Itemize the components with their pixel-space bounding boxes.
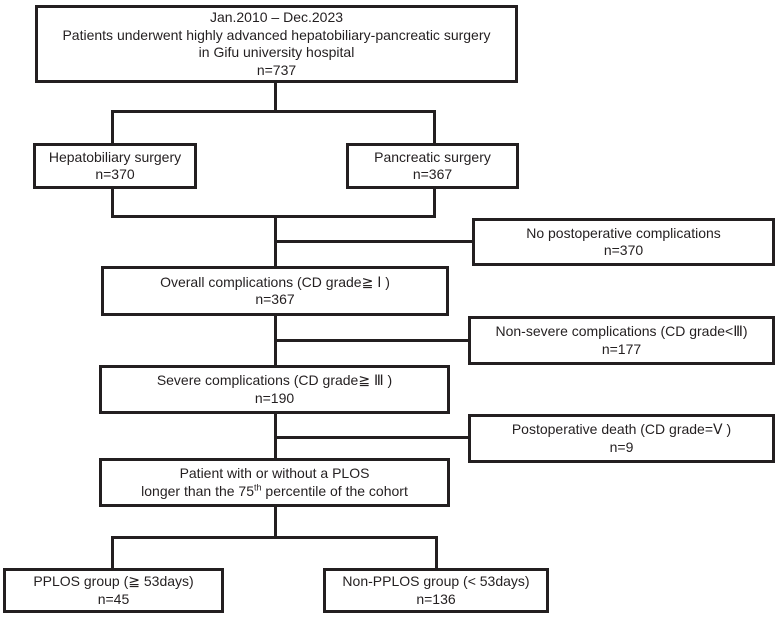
pplos-label: PPLOS group (≧ 53days) [33, 573, 194, 589]
connector-split1-right-down [433, 110, 436, 144]
non-pplos-label: Non-PPLOS group (< 53days) [342, 573, 530, 589]
pancreatic-count: n=367 [412, 166, 453, 182]
cohort-period: Jan.2010 – Dec.2023 [209, 9, 344, 25]
box-severe-complications: Severe complications (CD grade≧ Ⅲ ) n=19… [99, 365, 450, 414]
plos-line2: longer than the 75th percentile of the c… [141, 481, 408, 501]
connector-split1-left-down [111, 110, 114, 144]
connector-split2-right-down [435, 536, 438, 568]
death-label: Postoperative death (CD grade=Ⅴ ) [511, 421, 732, 437]
connector-branch-no-complications [274, 240, 474, 243]
connector-merge-horizontal [111, 215, 436, 218]
severe-label: Severe complications (CD grade≧ Ⅲ ) [156, 372, 393, 388]
hepatobiliary-count: n=370 [95, 166, 135, 182]
box-pplos-group: PPLOS group (≧ 53days) n=45 [3, 568, 224, 613]
cohort-count: n=737 [256, 61, 297, 78]
overall-complications-count: n=367 [255, 291, 295, 307]
connector-split2-left-down [111, 536, 114, 568]
connector-cohort-down [274, 82, 277, 113]
plos-line2-post: percentile of the cohort [261, 482, 408, 499]
cohort-description: Patients underwent highly advanced hepat… [62, 26, 491, 43]
box-overall-complications: Overall complications (CD grade≧ Ⅰ ) n=3… [101, 266, 449, 316]
non-pplos-count: n=136 [416, 590, 456, 607]
connector-branch-non-severe [274, 339, 470, 342]
box-postoperative-death: Postoperative death (CD grade=Ⅴ ) n=9 [468, 414, 775, 463]
box-hepatobiliary-surgery: Hepatobiliary surgery n=370 [33, 143, 197, 189]
connector-split2-horizontal [111, 536, 438, 539]
plos-line2-superscript: th [254, 481, 262, 492]
box-non-severe-complications: Non-severe complications (CD grade<Ⅲ) n=… [468, 316, 775, 365]
connector-merge-right-down [433, 187, 436, 218]
box-non-pplos-group: Non-PPLOS group (< 53days) n=136 [323, 568, 549, 613]
plos-line2-pre: longer than the 75 [141, 482, 255, 499]
box-no-postoperative-complications: No postoperative complications n=370 [472, 218, 775, 266]
no-complications-count: n=370 [603, 242, 644, 258]
cohort-hospital: in Gifu university hospital [198, 44, 355, 60]
plos-line1: Patient with or without a PLOS [179, 465, 370, 481]
connector-split1-horizontal [111, 110, 436, 113]
connector-center-down-4 [274, 505, 277, 539]
non-severe-label: Non-severe complications (CD grade<Ⅲ) [495, 323, 748, 339]
no-complications-label: No postoperative complications [526, 224, 721, 241]
connector-merge-left-down [111, 187, 114, 218]
box-cohort: Jan.2010 – Dec.2023 Patients underwent h… [35, 5, 518, 83]
death-count: n=9 [609, 438, 634, 455]
connector-branch-death [274, 436, 470, 439]
pancreatic-label: Pancreatic surgery [374, 148, 491, 165]
non-severe-count: n=177 [601, 340, 642, 357]
pplos-count: n=45 [97, 590, 130, 607]
hepatobiliary-label: Hepatobiliary surgery [48, 148, 182, 165]
overall-complications-label: Overall complications (CD grade≧ Ⅰ ) [160, 273, 390, 290]
severe-count: n=190 [254, 389, 295, 406]
box-pancreatic-surgery: Pancreatic surgery n=367 [346, 143, 519, 189]
box-plos-assessment: Patient with or without a PLOS longer th… [99, 458, 450, 507]
